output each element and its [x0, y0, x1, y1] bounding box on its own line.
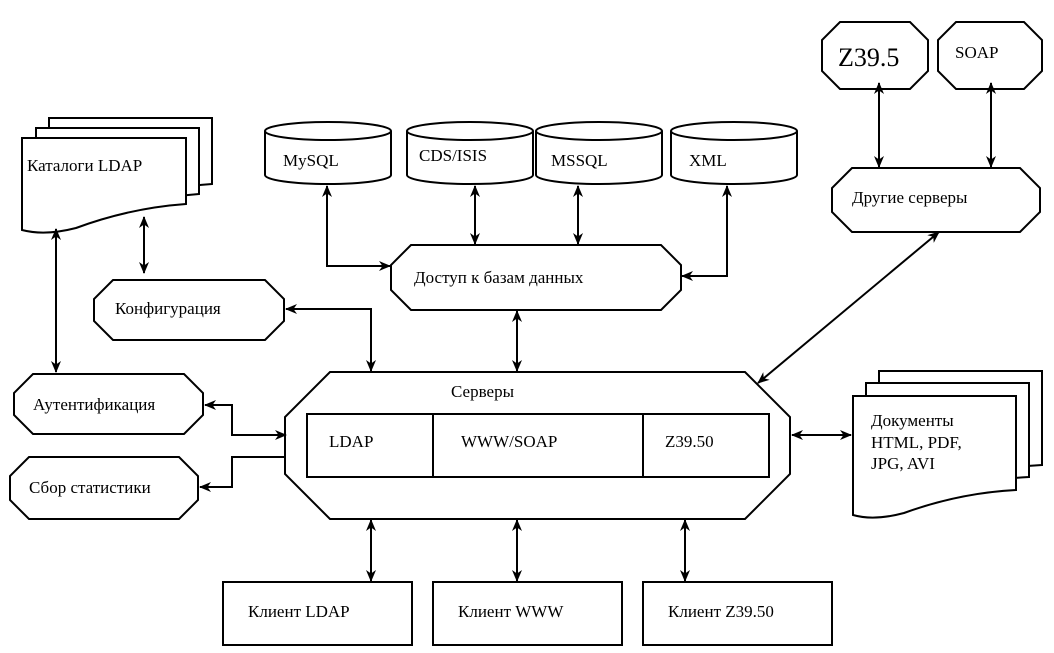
client-ldap-box: Клиент LDAP [222, 581, 413, 646]
arrow-other-servers [757, 231, 940, 384]
db-mssql: MSSQL [535, 121, 663, 185]
other-servers-label: Другие серверы [852, 188, 968, 207]
ldap-catalogs-label: Каталоги LDAP [27, 156, 142, 175]
protocol-soap-label: SOAP [955, 43, 998, 62]
db-mssql-label: MSSQL [551, 151, 608, 170]
statistics-label: Сбор статистики [29, 478, 151, 497]
documents-stack: Документы HTML, PDF, JPG, AVI [852, 370, 1043, 519]
db-xml: XML [670, 121, 798, 185]
ldap-catalogs-stack: Каталоги LDAP [21, 117, 213, 234]
arrow-mysql-access [322, 185, 391, 271]
db-cds-isis: CDS/ISIS [406, 121, 534, 185]
connectors [51, 82, 996, 582]
db-mysql-label: MySQL [283, 151, 339, 170]
server-module-www-soap: WWW/SOAP [461, 432, 557, 451]
arrow-servers-stats [199, 456, 286, 492]
client-www-label: Клиент WWW [458, 602, 564, 621]
configuration-box: Конфигурация [93, 279, 285, 341]
server-module-ldap: LDAP [329, 432, 373, 451]
authentication-label: Аутентификация [33, 395, 155, 414]
db-access-label: Доступ к базам данных [414, 268, 584, 287]
protocol-z3950: Z39.5 [821, 21, 929, 90]
servers-title: Серверы [451, 382, 515, 401]
db-mysql: MySQL [264, 121, 392, 185]
documents-line1: Документы [871, 411, 954, 430]
documents-line3: JPG, AVI [871, 454, 935, 473]
arrow-xml-access [681, 185, 732, 281]
client-ldap-label: Клиент LDAP [248, 602, 350, 621]
db-access-box: Доступ к базам данных [390, 244, 682, 311]
documents-line2: HTML, PDF, [871, 433, 962, 452]
servers-box: Серверы LDAP WWW/SOAP Z39.50 [284, 371, 791, 520]
arrow-servers-auth [204, 400, 287, 440]
protocol-z3950-label: Z39.5 [838, 43, 899, 72]
arrow-config-servers [285, 304, 376, 372]
protocol-soap: SOAP [937, 21, 1043, 90]
server-module-z3950: Z39.50 [665, 432, 714, 451]
db-xml-label: XML [689, 151, 727, 170]
authentication-box: Аутентификация [13, 373, 204, 435]
client-www-box: Клиент WWW [432, 581, 623, 646]
configuration-label: Конфигурация [115, 299, 221, 318]
client-z3950-label: Клиент Z39.50 [668, 602, 774, 621]
statistics-box: Сбор статистики [9, 456, 199, 520]
other-servers-box: Другие серверы [831, 167, 1041, 233]
client-z3950-box: Клиент Z39.50 [642, 581, 833, 646]
db-cds-isis-label: CDS/ISIS [419, 146, 487, 165]
